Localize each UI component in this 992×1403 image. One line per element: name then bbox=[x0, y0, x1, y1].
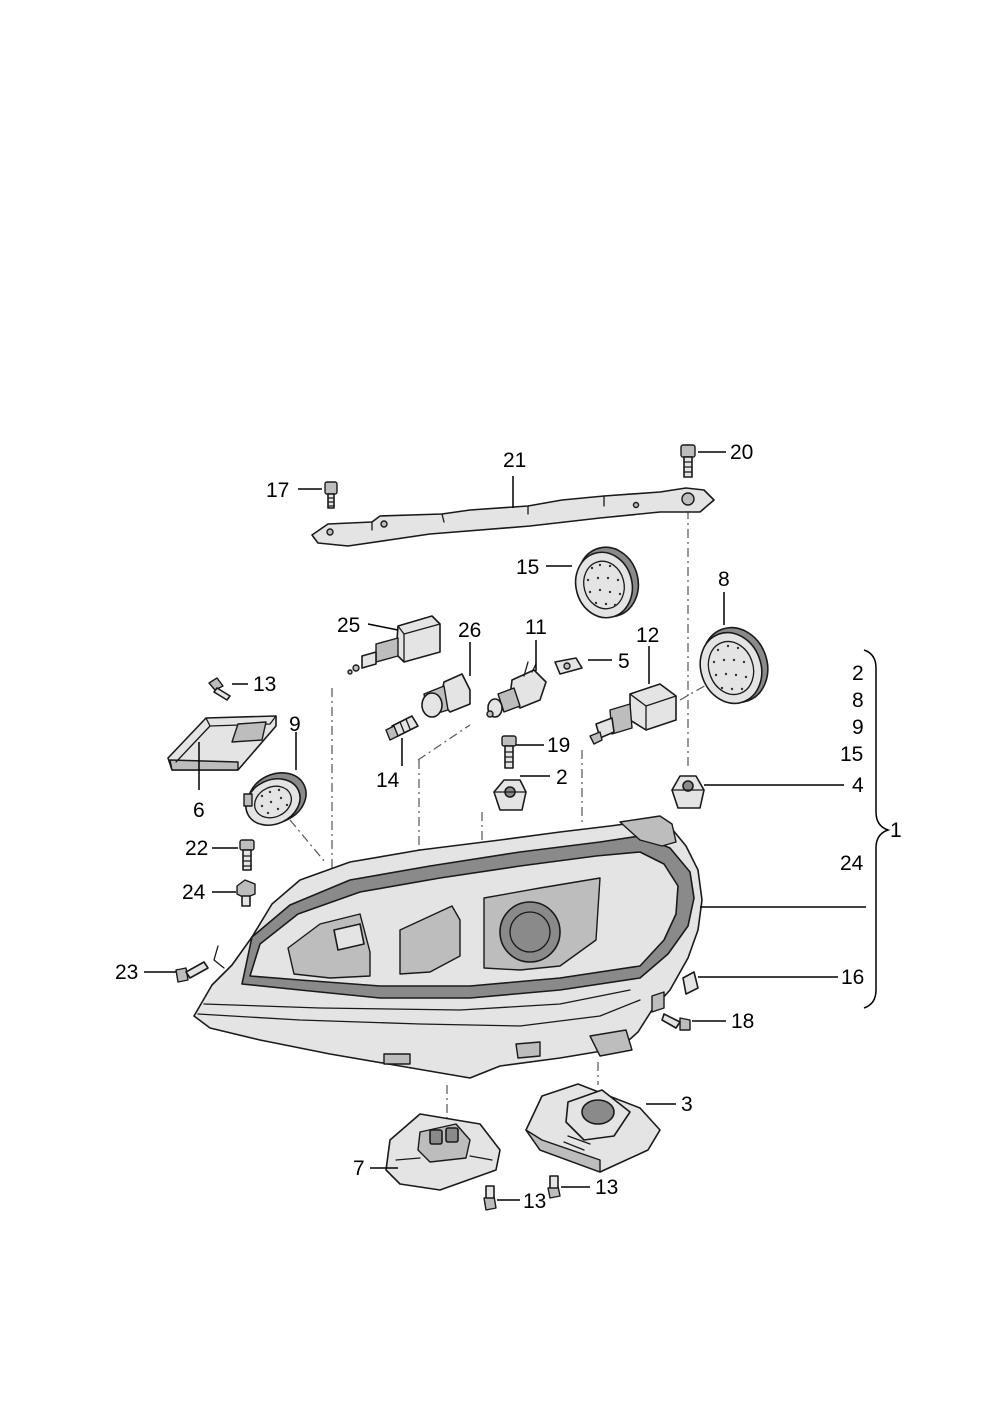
cover-cap-part-15 bbox=[574, 546, 640, 619]
bulb-part-11 bbox=[486, 661, 547, 718]
callout-6: 6 bbox=[193, 799, 205, 822]
holder-part-4 bbox=[671, 775, 705, 809]
callout-18: 18 bbox=[731, 1010, 754, 1033]
callout-20: 20 bbox=[730, 441, 753, 464]
bulb-part-26 bbox=[421, 673, 471, 718]
clip-part-16 bbox=[682, 971, 699, 995]
callout-24-left: 24 bbox=[182, 881, 206, 904]
callout-1: 1 bbox=[890, 819, 902, 842]
callout-2-center: 2 bbox=[556, 766, 568, 789]
callout-26: 26 bbox=[458, 619, 481, 642]
callout-13-bottom-right: 13 bbox=[595, 1176, 618, 1199]
callout-16: 16 bbox=[841, 966, 864, 989]
xenon-bulb-part-12 bbox=[589, 683, 677, 745]
callout-12: 12 bbox=[636, 624, 659, 647]
callout-9-list: 9 bbox=[852, 716, 864, 739]
control-unit-part-6 bbox=[167, 715, 277, 771]
screw-part-23 bbox=[175, 961, 209, 983]
callout-2-list: 2 bbox=[852, 662, 864, 685]
clip-part-5 bbox=[554, 657, 583, 675]
control-unit-part-7 bbox=[385, 1113, 501, 1191]
screw-part-18 bbox=[661, 1013, 691, 1031]
screw-part-22 bbox=[239, 839, 255, 871]
headlight-housing-part-1 bbox=[193, 815, 703, 1079]
callout-5: 5 bbox=[618, 650, 630, 673]
callout-8-list: 8 bbox=[852, 689, 864, 712]
callout-4: 4 bbox=[852, 774, 864, 797]
callout-23: 23 bbox=[115, 961, 138, 984]
nut-part-24 bbox=[236, 879, 256, 907]
screw-part-20 bbox=[680, 444, 696, 478]
screw-part-13-bottom-right bbox=[547, 1175, 561, 1199]
callout-17: 17 bbox=[266, 479, 289, 502]
callout-14: 14 bbox=[376, 769, 400, 792]
callout-24-list: 24 bbox=[840, 852, 864, 875]
callout-3: 3 bbox=[681, 1093, 693, 1116]
callout-22: 22 bbox=[185, 837, 208, 860]
callout-15-list: 15 bbox=[840, 743, 863, 766]
callout-9-left: 9 bbox=[289, 713, 301, 736]
callout-21: 21 bbox=[503, 449, 526, 472]
screw-part-19 bbox=[501, 735, 517, 769]
callout-labels: 21 17 20 15 8 25 26 11 5 12 13 9 6 14 19… bbox=[115, 441, 902, 1213]
mounting-bracket-part-21 bbox=[311, 487, 715, 547]
screw-part-13-bottom-left bbox=[483, 1185, 497, 1211]
screw-part-17 bbox=[324, 481, 338, 509]
callout-15-top: 15 bbox=[516, 556, 539, 579]
callout-8-top: 8 bbox=[718, 568, 730, 591]
callout-11: 11 bbox=[525, 616, 547, 639]
callout-13-top: 13 bbox=[253, 673, 276, 696]
holder-part-2 bbox=[493, 779, 527, 811]
cover-cap-part-8 bbox=[699, 626, 769, 705]
actuator-part-25 bbox=[347, 615, 441, 675]
leader-lines bbox=[144, 451, 891, 1201]
cover-cap-part-9 bbox=[243, 772, 307, 826]
callout-7: 7 bbox=[353, 1157, 365, 1180]
callout-13-bottom-left: 13 bbox=[523, 1190, 546, 1213]
callout-19: 19 bbox=[547, 734, 570, 757]
callout-25: 25 bbox=[337, 614, 360, 637]
bulb-part-14 bbox=[385, 715, 419, 741]
assembly-lines bbox=[289, 510, 716, 1118]
ballast-part-3 bbox=[525, 1083, 661, 1173]
screw-part-13-top bbox=[208, 677, 231, 701]
